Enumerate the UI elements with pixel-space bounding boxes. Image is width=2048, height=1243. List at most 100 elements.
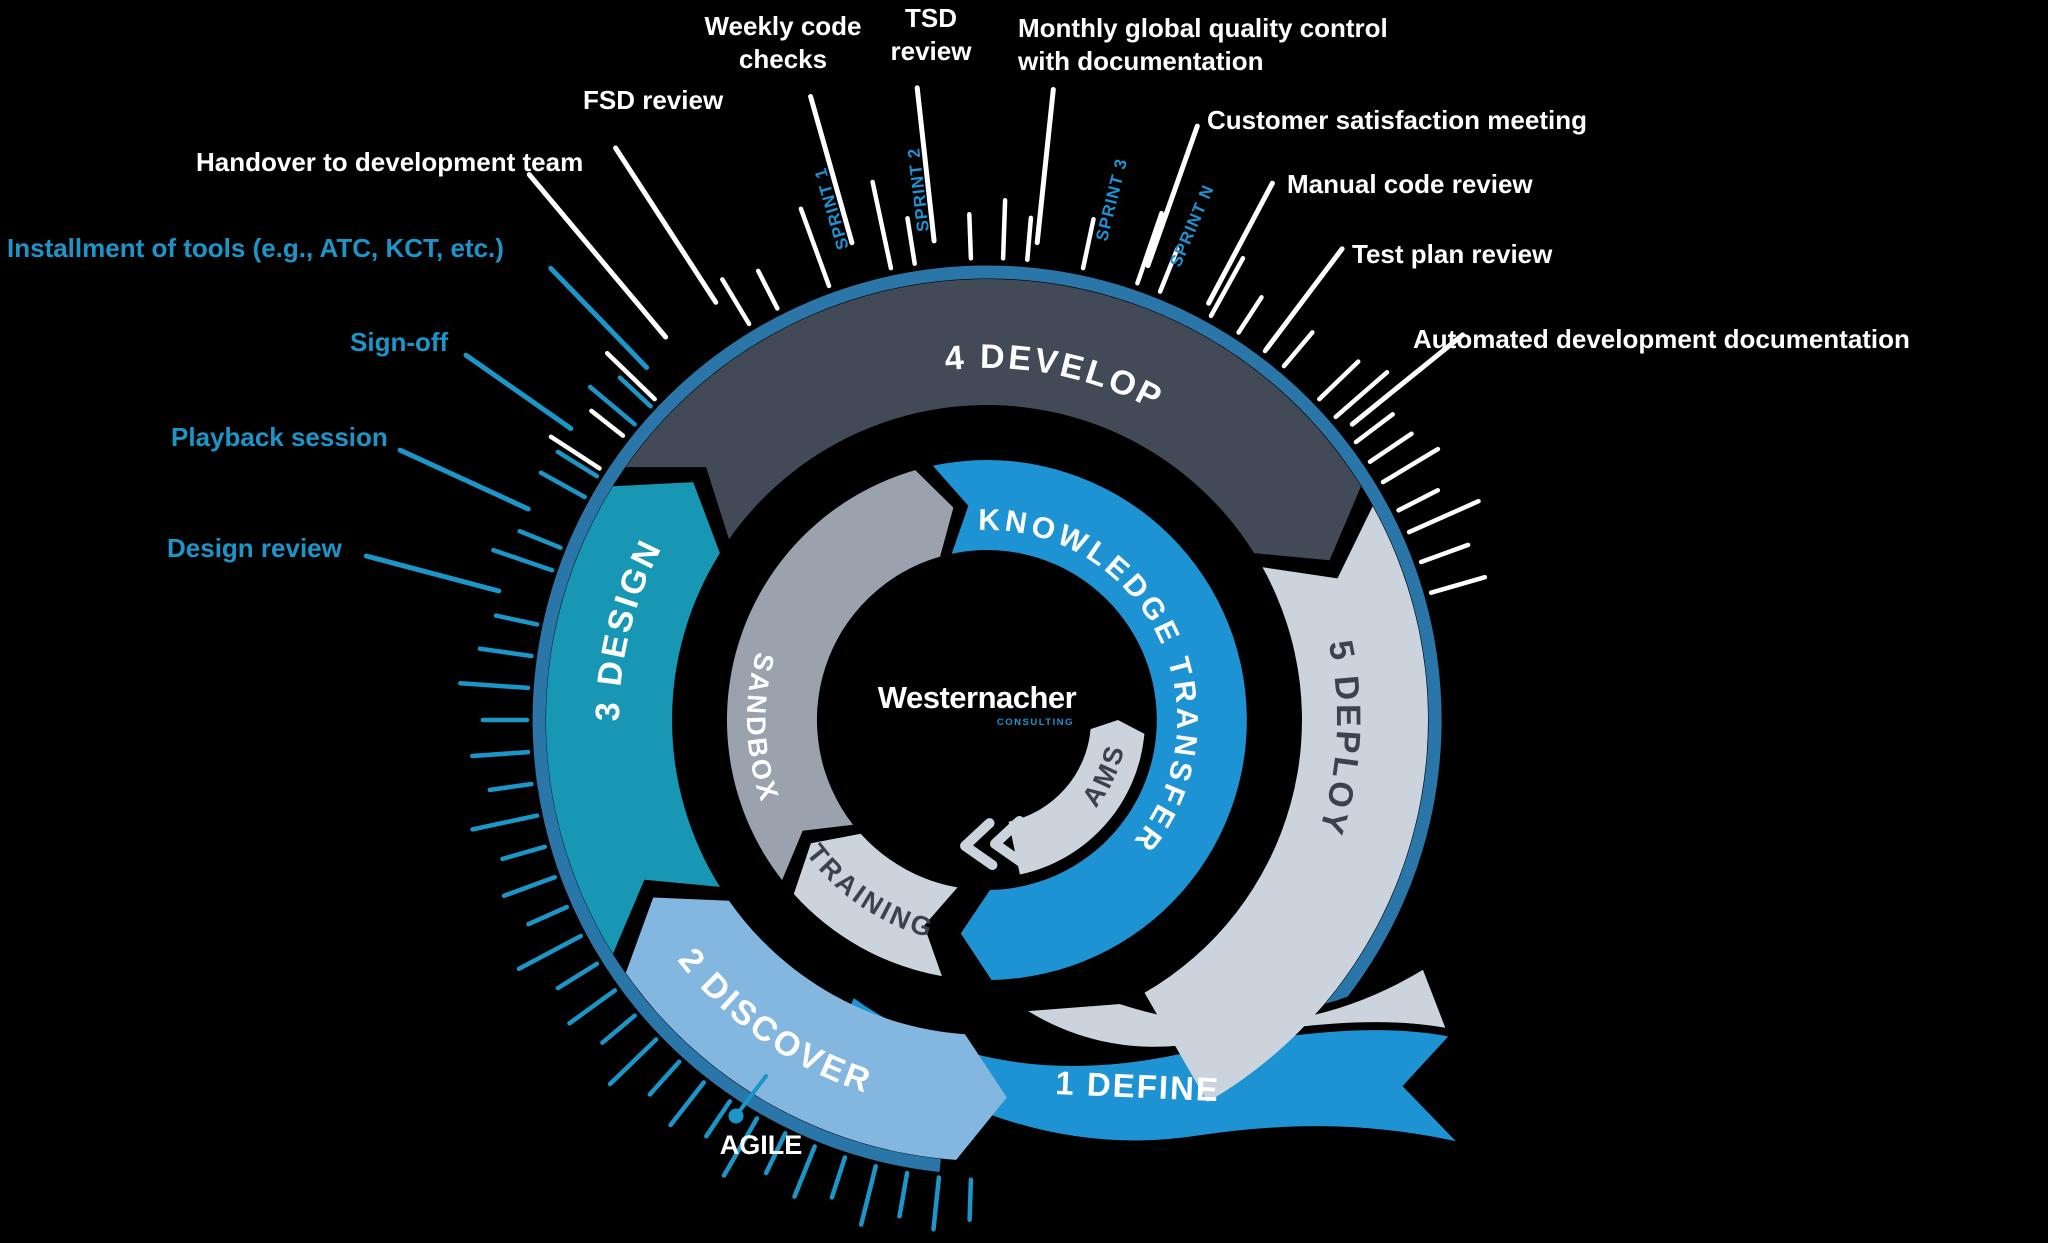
tick-mark (516, 933, 584, 972)
tick-mark (792, 1144, 817, 1199)
tick-mark (607, 1037, 659, 1087)
tick-mark (477, 646, 534, 659)
tick-mark (555, 449, 600, 479)
agile-label: AGILE (719, 1130, 803, 1160)
tsd-line2: review (890, 35, 972, 66)
sprint-labels: SPRINT 1 SPRINT 2 SPRINT 3 SPRINT N (811, 147, 1218, 270)
tick-mark (589, 408, 626, 438)
tick-mark (493, 613, 540, 627)
tick-mark (931, 1175, 942, 1232)
tick-mark (967, 1177, 974, 1222)
tick-mark (1317, 359, 1361, 402)
agile-dot (728, 1108, 744, 1124)
tick-mark (567, 988, 618, 1026)
sprint-1-label: SPRINT 1 (811, 165, 853, 251)
callout-manual-code-review: Manual code review (1287, 169, 1533, 199)
tick-mark (1418, 542, 1471, 565)
callout-rays (363, 85, 1466, 594)
callout-ray (1349, 332, 1466, 427)
tick-mark (1135, 210, 1164, 286)
develop-segment (625, 279, 1361, 561)
callout-handover: Handover to development team (196, 147, 584, 177)
brand-tagline: CONSULTING (996, 717, 1074, 728)
agile-callout-line (728, 1074, 768, 1124)
callout-ray (463, 352, 574, 432)
tick-mark (870, 179, 894, 271)
callout-ray (363, 553, 502, 594)
callout-sign-off: Sign-off (350, 327, 449, 357)
callout-design-review: Design review (167, 533, 342, 563)
tick-mark (1157, 246, 1180, 294)
callout-ray (1264, 246, 1345, 352)
sprint-3-label: SPRINT 3 (1092, 156, 1131, 243)
tick-mark (1396, 488, 1441, 513)
outer-rim-arc (532, 265, 1442, 1172)
discover-segment (625, 897, 1007, 1160)
callout-ray (1034, 87, 1056, 246)
callout-installment-of-tools: Installment of tools (e.g., ATC, KCT, et… (7, 233, 504, 263)
training-segment (793, 833, 958, 977)
tick-mark (538, 470, 587, 500)
tick-mark (487, 781, 534, 793)
tick-mark (517, 528, 563, 550)
tick-mark (600, 1013, 637, 1045)
center-logo: Westernacher CONSULTING (852, 680, 1102, 728)
tick-mark (1428, 574, 1488, 595)
callout-automated-documentation: Automated development documentation (1413, 324, 1910, 354)
tick-mark (1000, 198, 1008, 261)
weekly-line2: checks (738, 43, 828, 74)
tick-mark (763, 1131, 788, 1176)
tick-mark (829, 1155, 848, 1200)
tick-mark (1025, 215, 1034, 263)
weekly-line1: Weekly code (704, 11, 862, 41)
tick-mark (755, 268, 780, 311)
callout-test-plan-review: Test plan review (1352, 239, 1553, 269)
tick-mark (458, 680, 531, 691)
monthly-line1: Monthly global quality control (1018, 13, 1388, 43)
tick-mark (897, 1170, 910, 1219)
tick-mark (647, 1059, 682, 1097)
knowledge-transfer-segment (932, 460, 1247, 981)
sandbox-segment (726, 470, 954, 881)
callout-ray (548, 265, 650, 370)
tick-mark (470, 813, 540, 832)
tick-mark (617, 375, 653, 409)
phase-segments (545, 279, 1428, 1160)
tick-mark (1353, 412, 1395, 445)
tick-mark (1080, 216, 1096, 271)
monthly-line2: with documentation (1018, 45, 1264, 76)
tick-mark (905, 216, 917, 266)
tick-mark (1208, 255, 1246, 319)
callout-ray (914, 85, 937, 244)
brand-name: Westernacher (877, 680, 1077, 715)
design-segment (545, 482, 720, 954)
callout-monthly-quality: Monthly global quality control with docu… (1018, 12, 1388, 77)
callout-ray (1145, 123, 1200, 269)
callout-playback-session: Playback session (171, 422, 388, 452)
tick-mark (1380, 446, 1441, 485)
tick-mark (720, 277, 752, 327)
tick-mark (470, 749, 531, 759)
tick-mark (587, 384, 637, 427)
tick-mark (1367, 431, 1414, 464)
callout-ray (1206, 180, 1275, 306)
repeat-chevrons-icon (960, 816, 1028, 871)
callout-ray (613, 145, 719, 305)
tick-mark (668, 1080, 707, 1128)
rim-arc (532, 265, 1442, 1172)
tick-mark (526, 904, 570, 927)
tsd-line1: TSD (905, 3, 957, 33)
ams-segment (1008, 720, 1145, 875)
agile-line (736, 1074, 768, 1115)
tick-mark (491, 547, 555, 573)
callout-ray (397, 447, 531, 512)
chevron-left-icon (989, 816, 1028, 868)
tick-mark (548, 434, 602, 471)
tick-mark (1236, 295, 1264, 335)
tick-mark (500, 844, 548, 862)
tick-mark (555, 961, 600, 991)
tick-mark (1406, 498, 1481, 535)
tick-mark (858, 1164, 878, 1227)
